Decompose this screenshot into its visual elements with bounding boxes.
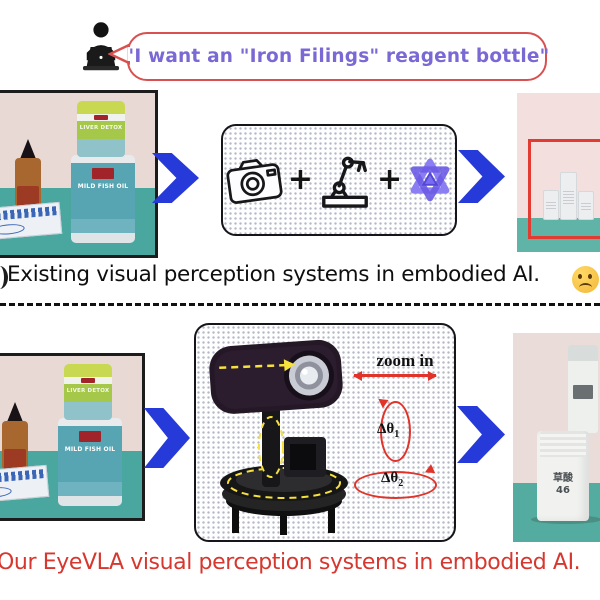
scene-photo-top: MILD FISH OIL LIVER DETOX	[0, 90, 158, 258]
reagent-box	[0, 201, 63, 241]
sad-face-emoji	[572, 266, 599, 293]
jar-top-label: LIVER DETOX	[79, 125, 123, 131]
plus-sign: +	[377, 162, 403, 197]
robot-arm-icon	[322, 156, 368, 208]
scene-photo-bottom: MILD FISH OIL LIVER DETOX	[0, 353, 145, 521]
pitch-rotation-ellipse	[380, 401, 411, 462]
speech-bubble: "I want an "Iron Filings" reagent bottle…	[124, 32, 550, 81]
cropped-glyph	[0, 266, 8, 289]
person-at-laptop-icon	[82, 22, 120, 71]
camera-icon	[226, 159, 283, 204]
dropper-cap	[20, 139, 36, 159]
theta1-label: Δθ1	[377, 421, 400, 440]
dropper-bottle	[2, 402, 28, 475]
zoom-range-arrow	[353, 370, 437, 381]
detox-jar: LIVER DETOX	[77, 101, 125, 157]
jar-label: MILD FISH OIL	[77, 183, 129, 190]
gimbal-camera-illustration	[209, 339, 348, 535]
dashed-divider	[0, 303, 600, 306]
vlm-logo-icon	[410, 158, 450, 202]
bottle-cap	[540, 431, 586, 457]
jar-label: MILD FISH OIL	[64, 446, 116, 453]
fish-oil-jar: MILD FISH OIL	[58, 418, 122, 506]
caption-existing: Existing visual perception systems in em…	[7, 262, 540, 287]
jar-top-label: LIVER DETOX	[66, 388, 110, 394]
tall-bottle	[568, 345, 598, 433]
theta2-label: Δθ2	[381, 470, 404, 489]
small-bottle	[578, 191, 594, 220]
flow-arrow-4	[457, 406, 505, 463]
small-bottle	[560, 172, 577, 220]
caption-ours: Our EyeVLA visual perception systems in …	[0, 550, 581, 575]
speech-bubble-tail	[108, 43, 130, 65]
flow-arrow-2	[458, 150, 505, 203]
result-photo-eyevla: 草酸 46	[513, 333, 600, 542]
small-bottle	[543, 190, 559, 220]
bottle-label: 草酸 46	[553, 473, 573, 496]
yaw-rotation-ellipse	[354, 471, 437, 499]
dropper-bottle	[15, 139, 41, 212]
fish-oil-jar: MILD FISH OIL	[71, 155, 135, 243]
result-photo-existing	[517, 93, 600, 252]
existing-pipeline-box: + +	[221, 124, 457, 236]
reagent-bottle: 草酸 46	[537, 431, 589, 521]
flow-arrow-1	[152, 153, 199, 203]
brand-chip	[92, 168, 114, 179]
detection-red-box	[528, 139, 600, 239]
flow-arrow-3	[144, 408, 190, 468]
zoom-in-label: zoom in	[376, 351, 434, 370]
plus-sign: +	[287, 162, 313, 197]
eyevla-device-box: zoom in Δθ1 Δθ2	[194, 323, 456, 542]
detox-jar: LIVER DETOX	[64, 364, 112, 420]
speech-bubble-text: "I want an "Iron Filings" reagent bottle…	[124, 46, 550, 67]
